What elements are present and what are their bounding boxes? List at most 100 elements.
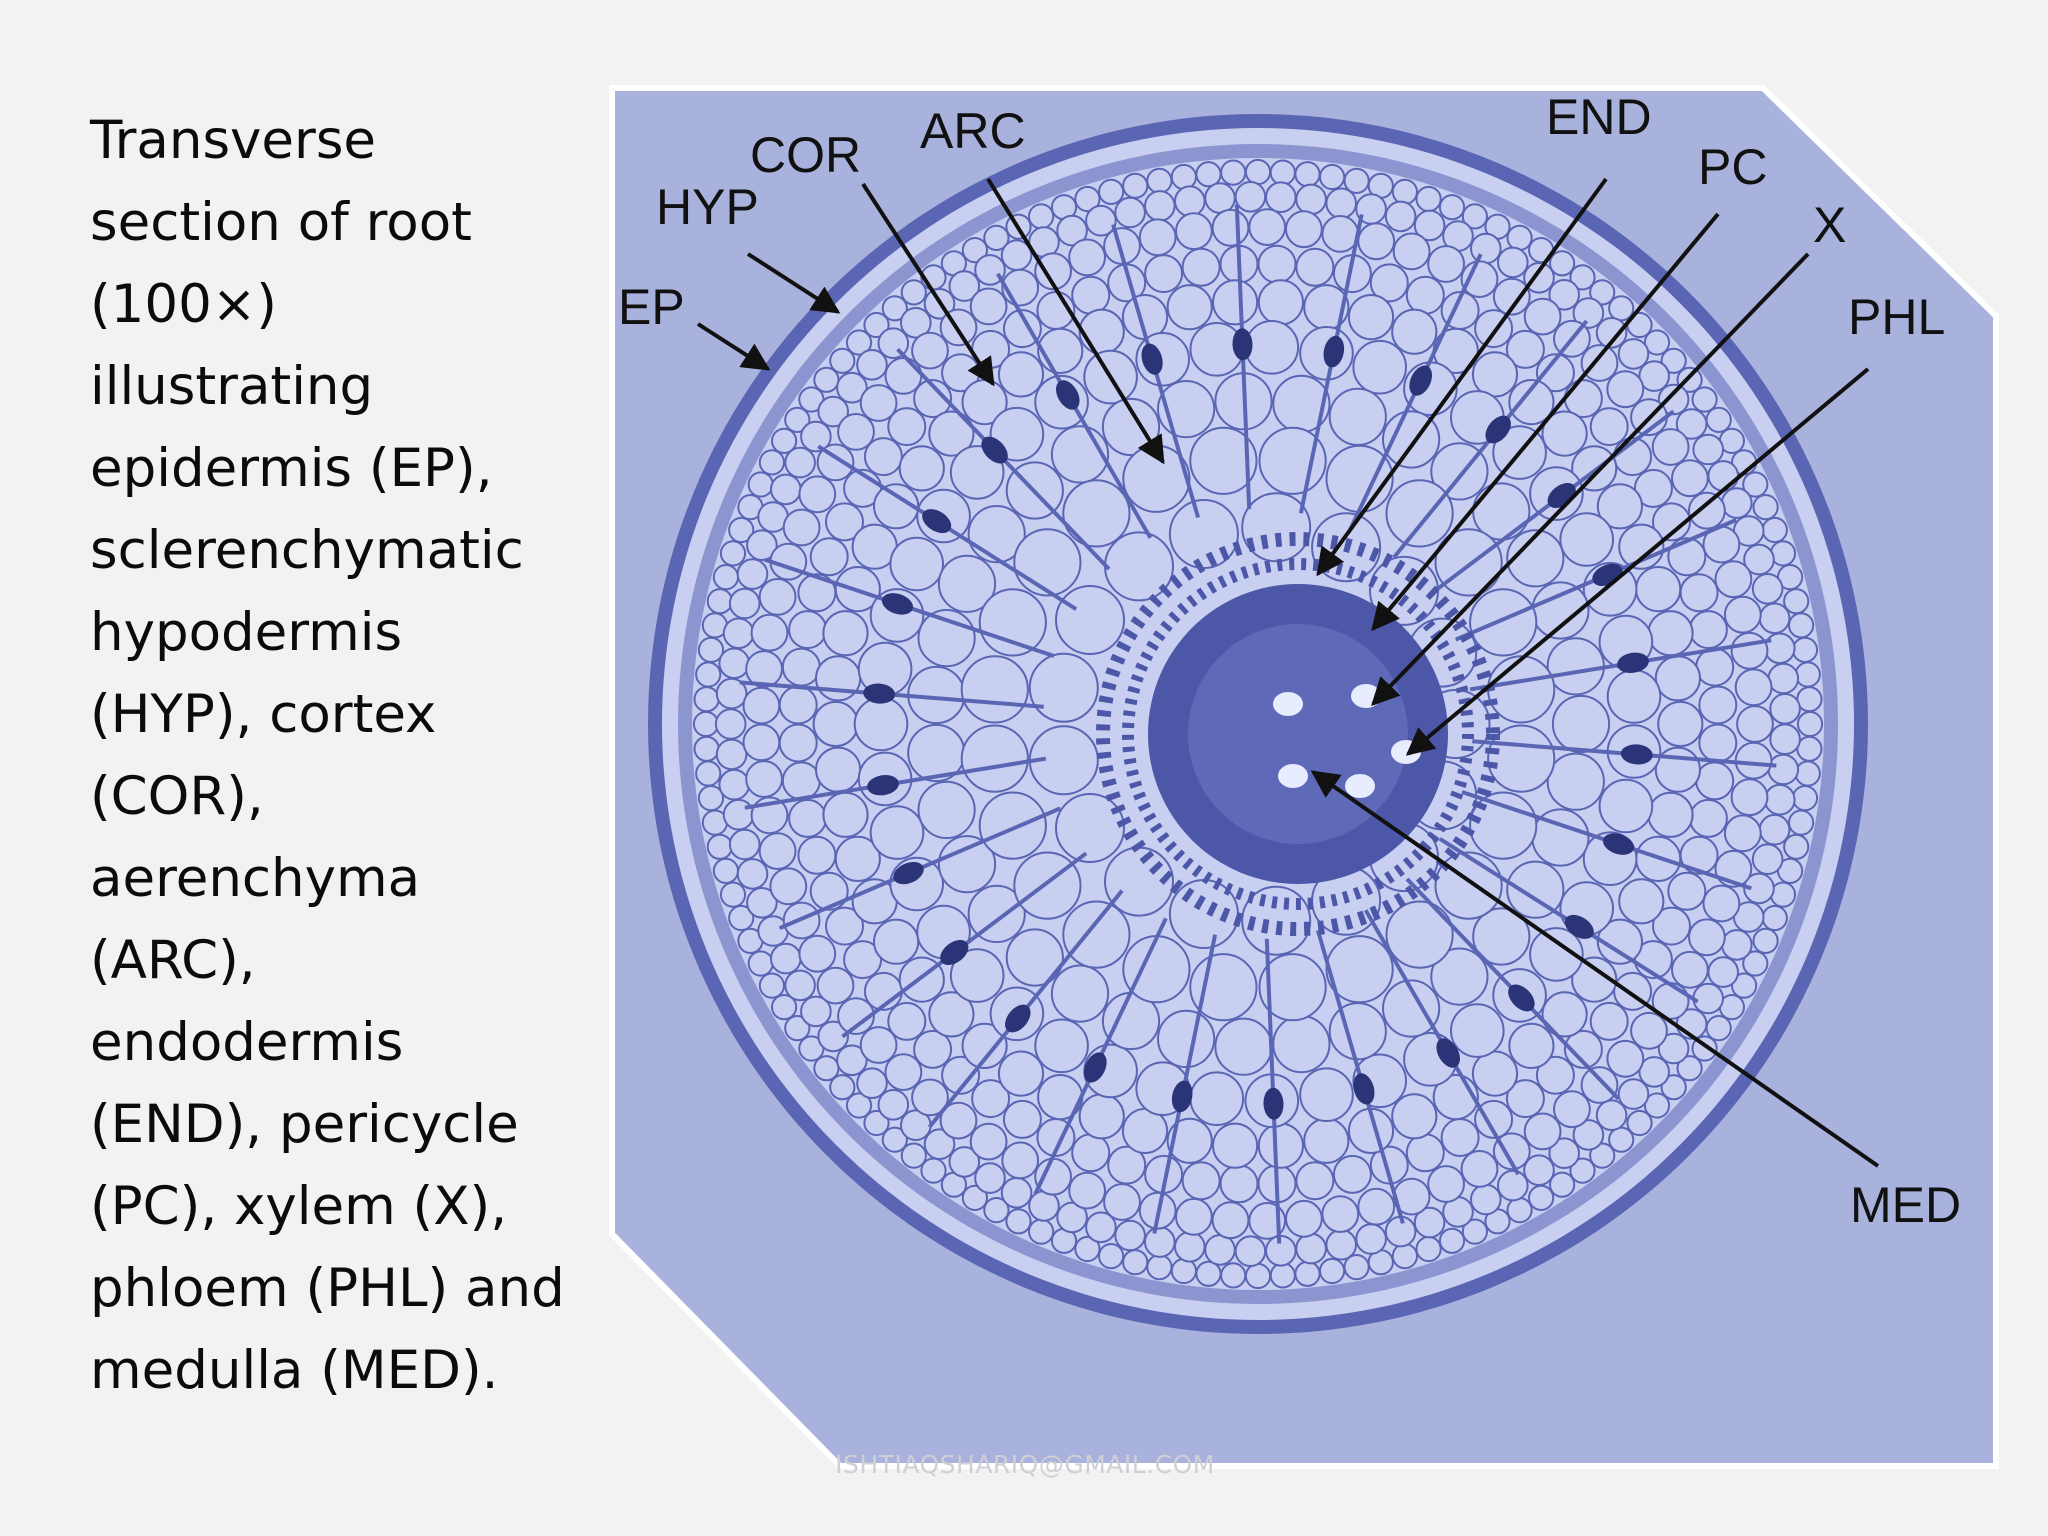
cortex-cell	[1692, 982, 1724, 1015]
cortex-cell	[1469, 791, 1538, 860]
cortex-cell	[1107, 1145, 1147, 1185]
cortex-cell	[845, 329, 873, 356]
cortex-cell	[1714, 560, 1753, 599]
cortex-cell	[1034, 1157, 1073, 1196]
cortex-cell	[877, 1089, 910, 1121]
cortex-cell	[863, 437, 903, 477]
cortex-cell	[1572, 1119, 1605, 1151]
cortex-cell	[1472, 907, 1531, 966]
micrograph-svg: EP HYP COR ARC END PC X PHL MED	[609, 85, 1999, 1469]
tannin-cell	[867, 774, 899, 796]
cortex-cell	[1487, 655, 1556, 724]
label-med: MED	[1850, 1177, 1961, 1233]
cortex-cell	[1085, 204, 1117, 237]
cortex-cell	[1796, 710, 1824, 738]
cortex-cell	[1460, 1150, 1499, 1188]
cortex-cell	[1415, 1235, 1442, 1263]
cortex-cell	[1257, 1122, 1305, 1169]
cortex-cell	[706, 833, 733, 860]
cortex-cell	[1553, 1090, 1591, 1129]
cortex-cell	[1548, 279, 1581, 311]
cortex-cell	[1783, 833, 1810, 860]
cortex-cell	[1056, 1201, 1088, 1234]
cortex-cell	[1788, 809, 1815, 836]
cortex-cell	[1523, 1112, 1562, 1151]
cortex-cell	[1647, 791, 1694, 838]
root-section-micrograph: EP HYP COR ARC END PC X PHL MED	[608, 84, 2000, 1470]
cortex-cell	[1657, 383, 1690, 416]
cortex-cell	[1764, 632, 1796, 665]
cortex-cell	[736, 858, 769, 890]
cortex-cell	[800, 995, 832, 1028]
caption-line: (HYP), cortex	[90, 684, 437, 745]
cortex-cell	[778, 685, 818, 725]
cortex-cell	[718, 647, 750, 680]
cortex-cell	[1707, 956, 1739, 988]
tannin-cell	[1263, 1087, 1284, 1120]
cortex-cell	[1385, 900, 1454, 969]
tannin-cell	[1436, 1038, 1460, 1068]
cortex-cell	[798, 934, 837, 973]
cortex-cell	[1325, 187, 1358, 220]
tannin-cell	[1409, 365, 1433, 396]
cortex-cell	[1174, 185, 1206, 217]
cortex-cell	[1328, 1002, 1387, 1061]
tannin-cell	[863, 683, 896, 704]
cortex-cell	[1595, 317, 1628, 349]
cortex-cell	[997, 1050, 1045, 1097]
tannin-cell	[1485, 415, 1511, 444]
cortex-cell	[712, 857, 740, 885]
cortex-cell	[1569, 1157, 1596, 1184]
cortex-cell	[1541, 410, 1588, 457]
cortex-cell	[1523, 262, 1555, 294]
caption-line: illustrating	[90, 356, 374, 417]
cortex-cell	[863, 1109, 890, 1137]
cortex-cell	[784, 446, 816, 479]
cortex-cell	[812, 700, 859, 748]
cortex-cell	[770, 942, 802, 975]
cortex-cell	[837, 413, 875, 451]
cortex-cell	[1580, 344, 1619, 382]
cortex-cell	[1698, 685, 1738, 725]
cortex-cell	[1506, 1197, 1533, 1224]
cortex-cell	[859, 384, 898, 422]
cortex-cell	[937, 554, 997, 613]
cortex-cell	[1294, 161, 1321, 188]
caption-line: (PC), xylem (X),	[90, 1176, 508, 1237]
cortex-cell	[1405, 1133, 1445, 1173]
cortex-cell	[1752, 927, 1779, 955]
cortex-cell	[983, 224, 1010, 251]
caption-line: (ARC),	[90, 930, 256, 991]
pericycle-ring	[1122, 558, 1474, 910]
cortex-cell	[873, 918, 920, 965]
end-arrow	[1316, 177, 1608, 577]
cortex-cell	[1212, 1122, 1259, 1169]
cortex-cell	[1002, 309, 1042, 349]
cortex-cell	[1469, 588, 1538, 657]
cortex-cell	[834, 835, 881, 883]
cortex-cell	[1571, 956, 1618, 1003]
caption-line: Transverse	[90, 110, 377, 171]
cortex-cell	[948, 1146, 981, 1178]
cortex-cell	[913, 1029, 953, 1069]
cortex-cell	[1671, 459, 1709, 498]
cortex-cell	[758, 578, 797, 616]
cortex-cell	[1657, 1032, 1690, 1065]
cortex-cell	[969, 287, 1008, 326]
tannin-cell	[1005, 1004, 1031, 1033]
cortex-cell	[1219, 1164, 1259, 1204]
cortex-cell	[884, 357, 923, 395]
cortex-cell	[1062, 479, 1131, 548]
cortex-cell	[781, 761, 821, 801]
cortex-cell	[1506, 529, 1565, 588]
cortex-cell	[1325, 444, 1394, 513]
cortex-cell	[1505, 329, 1545, 369]
cortex-cell	[1166, 1117, 1213, 1164]
ep-arrow	[696, 322, 771, 371]
cortex-cell	[1541, 991, 1588, 1038]
cortex-cell	[1321, 1195, 1360, 1233]
cortex-cell	[1078, 1093, 1125, 1140]
cortex-cell	[1638, 360, 1670, 392]
cortex-cell	[722, 617, 755, 650]
cortex-cell	[1647, 610, 1694, 657]
